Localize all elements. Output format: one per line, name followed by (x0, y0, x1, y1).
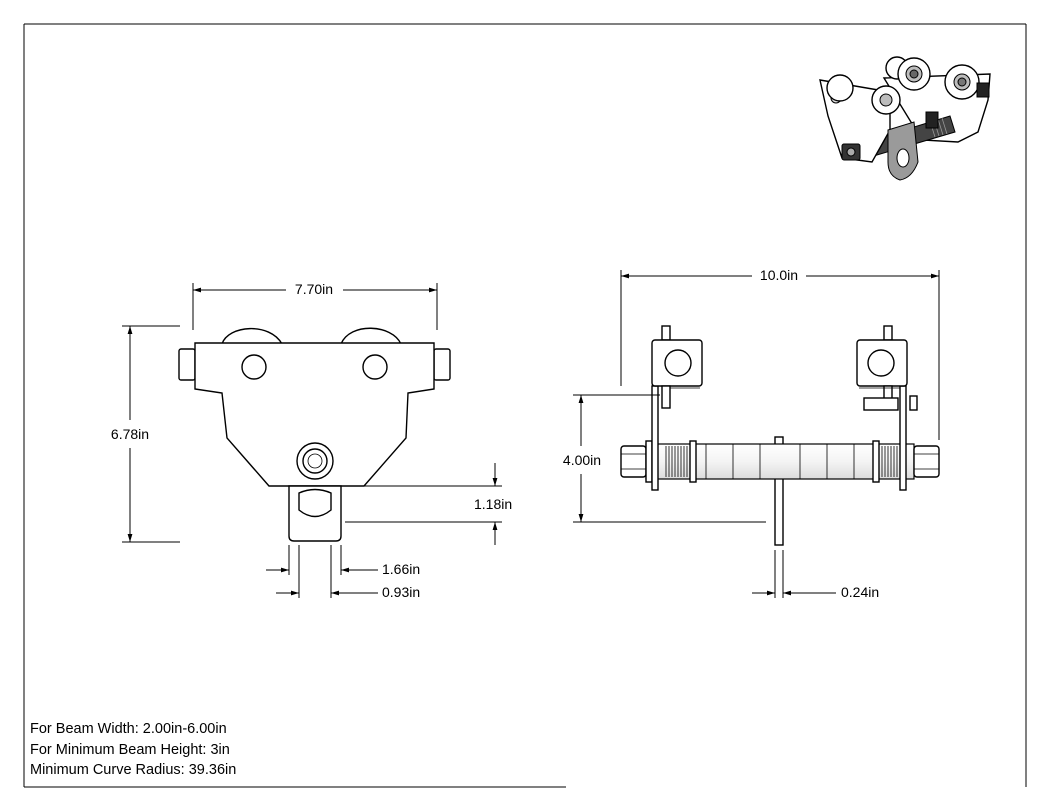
dim-width-label: 7.70in (295, 281, 333, 297)
dim-eye-outer-label: 1.66in (382, 561, 420, 577)
side-view-dimensions: 10.0in 4.00in 0.24in (563, 267, 940, 600)
side-plate-right (899, 385, 907, 491)
front-view (178, 327, 451, 542)
side-view (620, 325, 940, 546)
dim-height-label: 6.78in (111, 426, 149, 442)
dim-plate-thickness-label: 0.24in (841, 584, 879, 600)
note-beam-width: For Beam Width: 2.00in-6.00in (30, 721, 227, 737)
dim-eye-height-label: 1.18in (474, 496, 512, 512)
dim-eye-inner-label: 0.93in (382, 584, 420, 600)
side-wheel-left (664, 349, 692, 377)
front-bolt-hole-left (241, 354, 267, 380)
front-view-dimensions: 7.70in 6.78in 1.18in 1.66in 0.93in (111, 281, 512, 600)
dim-axle-height-label: 4.00in (563, 452, 601, 468)
front-bolt-hole-right (362, 354, 388, 380)
dim-length-label: 10.0in (760, 267, 798, 283)
side-nut-left (620, 445, 647, 478)
note-beam-height: For Minimum Beam Height: 3in (30, 741, 230, 758)
front-axle-stub-right (433, 348, 451, 381)
side-plate-left (651, 385, 659, 491)
isometric-view (819, 56, 991, 181)
side-wheel-right (867, 349, 895, 377)
front-axle-stub-left (178, 348, 196, 381)
drawing-border (23, 23, 1027, 788)
note-curve-radius: Minimum Curve Radius: 39.36in (30, 762, 237, 778)
specification-notes: For Beam Width: 2.00in-6.00in For Minimu… (30, 719, 236, 781)
side-nut-right (913, 445, 940, 478)
side-center-plate (774, 436, 784, 546)
front-wheel-right (339, 327, 403, 345)
front-wheel-left (221, 327, 284, 345)
